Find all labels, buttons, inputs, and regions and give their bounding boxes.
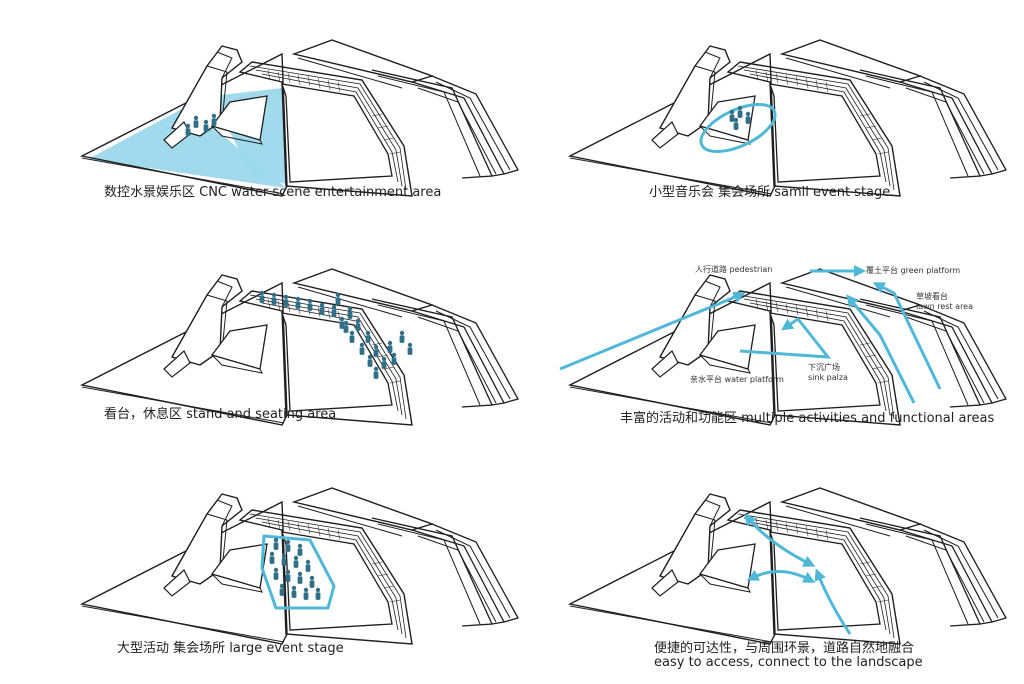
- panel-large-stage: [81, 487, 519, 645]
- label-sink-en: sink palza: [808, 373, 848, 382]
- label-green-platform: 覆土平台 green platform: [866, 265, 960, 275]
- caption-activities: 丰富的活动和功能区 multiple activities and functi…: [620, 410, 994, 426]
- platform-loop: [739, 316, 832, 359]
- panel-access: [569, 487, 1007, 645]
- caption-seating: 看台，休息区 stand and seating area: [104, 406, 336, 422]
- pedestrian-path: [559, 291, 746, 371]
- stand-path: [846, 294, 916, 404]
- panel-small-stage: [569, 39, 1007, 197]
- water-area: [90, 94, 286, 188]
- panel-water-scene: [81, 39, 519, 197]
- label-lawn-en: lawn rest area: [916, 302, 973, 311]
- large-stage-ring: [260, 534, 336, 610]
- caption-access-line1: 便捷的可达性，与周围环景，道路自然地融合: [654, 640, 914, 656]
- panel-activities: 人行道路 pedestrian 覆土平台 green platform 草坡看台…: [559, 264, 1007, 426]
- label-water-platform: 亲水平台 water platform: [690, 374, 784, 384]
- caption-large-stage: 大型活动 集会场所 large event stage: [117, 640, 344, 656]
- label-sink-zh: 下沉广场: [808, 362, 840, 372]
- caption-small-stage: 小型音乐会 集会场所 samll event stage: [649, 184, 890, 200]
- activity-arrows: [559, 265, 942, 404]
- access-arrows: [744, 513, 852, 635]
- panel-seating: [81, 268, 519, 426]
- label-pedestrian: 人行道路 pedestrian: [695, 264, 772, 274]
- caption-water-scene: 数控水景娱乐区 CNC water scene entertainment ar…: [104, 185, 441, 200]
- lawn-path: [872, 282, 942, 390]
- caption-access-line2: easy to access, connect to the landscape: [654, 655, 923, 670]
- label-lawn-zh: 草坡看台: [916, 291, 948, 301]
